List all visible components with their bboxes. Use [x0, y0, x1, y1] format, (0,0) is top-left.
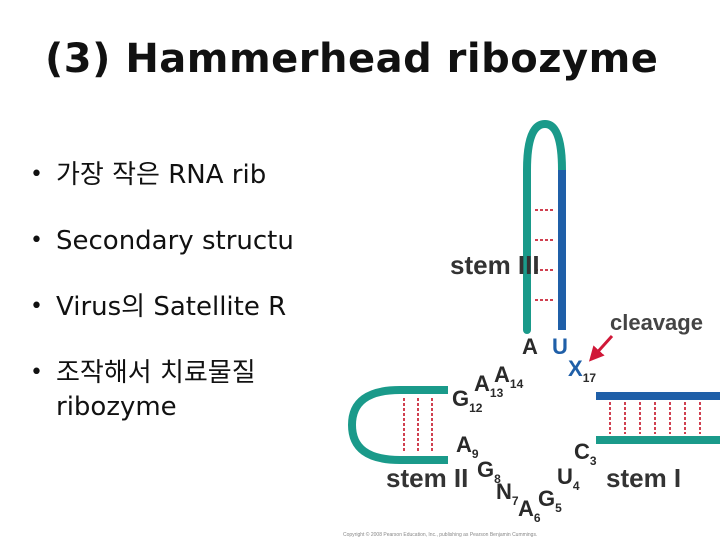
stem-iii-label: stem III — [450, 250, 540, 280]
bullet-text: Secondary structu — [56, 226, 294, 256]
bullet-dot-icon: • — [30, 360, 43, 385]
copyright-text: Copyright © 2008 Pearson Education, Inc.… — [343, 531, 537, 538]
nucleotide-label: G5 — [538, 486, 562, 515]
bullet-item: • Virus의 Satellite R — [30, 290, 342, 324]
bullet-item: • 가장 작은 RNA rib — [30, 158, 342, 192]
nucleotide-label: G8 — [477, 457, 501, 486]
nucleotide-label: G12 — [452, 386, 483, 415]
bullet-dot-icon: • — [30, 228, 43, 253]
stem-ii-label: stem II — [386, 463, 468, 493]
bullet-dot-icon: • — [30, 294, 43, 319]
nucleotide-label: A9 — [456, 432, 479, 461]
stem-i-base-pairs — [609, 402, 701, 434]
bullet-text: 가장 작은 RNA rib — [56, 160, 267, 190]
stem-i-label: stem I — [606, 463, 681, 493]
bullet-text: Virus의 Satellite R — [56, 292, 287, 322]
nucleotide-labels: A U A14 X17 A13 G12 A9 G8 N7 A6 G5 U4 C3 — [452, 334, 597, 525]
bullet-list: • 가장 작은 RNA rib • Secondary structu • Vi… — [30, 158, 342, 424]
nucleotide-label: A — [522, 334, 538, 359]
stem-ii-base-pairs — [403, 398, 433, 452]
stem-ii-loop — [347, 386, 448, 464]
stem-iii-base-pairs — [535, 209, 554, 301]
nucleotide-label: U — [552, 334, 568, 359]
nucleotide-label: N7 — [496, 479, 519, 508]
nucleotide-label: A14 — [494, 362, 524, 391]
bullet-dot-icon: • — [30, 162, 43, 187]
cleavage-arrow-icon — [588, 334, 614, 362]
nucleotide-label: A13 — [474, 371, 504, 400]
nucleotide-label: C3 — [574, 439, 597, 468]
slide-title: (3) Hammerhead ribozyme — [45, 36, 659, 82]
hammerhead-ribozyme-diagram: stem III stem II stem I cleavage A U A14… — [343, 119, 720, 538]
nucleotide-label: U4 — [557, 464, 580, 493]
nucleotide-label: A6 — [518, 496, 541, 525]
stem-iii-loop — [523, 119, 566, 334]
bullet-text: 조작해서 치료물질 — [56, 358, 256, 388]
cleavage-label: cleavage — [610, 310, 703, 335]
bullet-text-continued: ribozyme — [56, 392, 177, 422]
bullet-item: • Secondary structu — [30, 224, 342, 258]
nucleotide-label: X17 — [568, 356, 596, 385]
bullet-item: • 조작해서 치료물질 ribozyme — [30, 356, 342, 424]
